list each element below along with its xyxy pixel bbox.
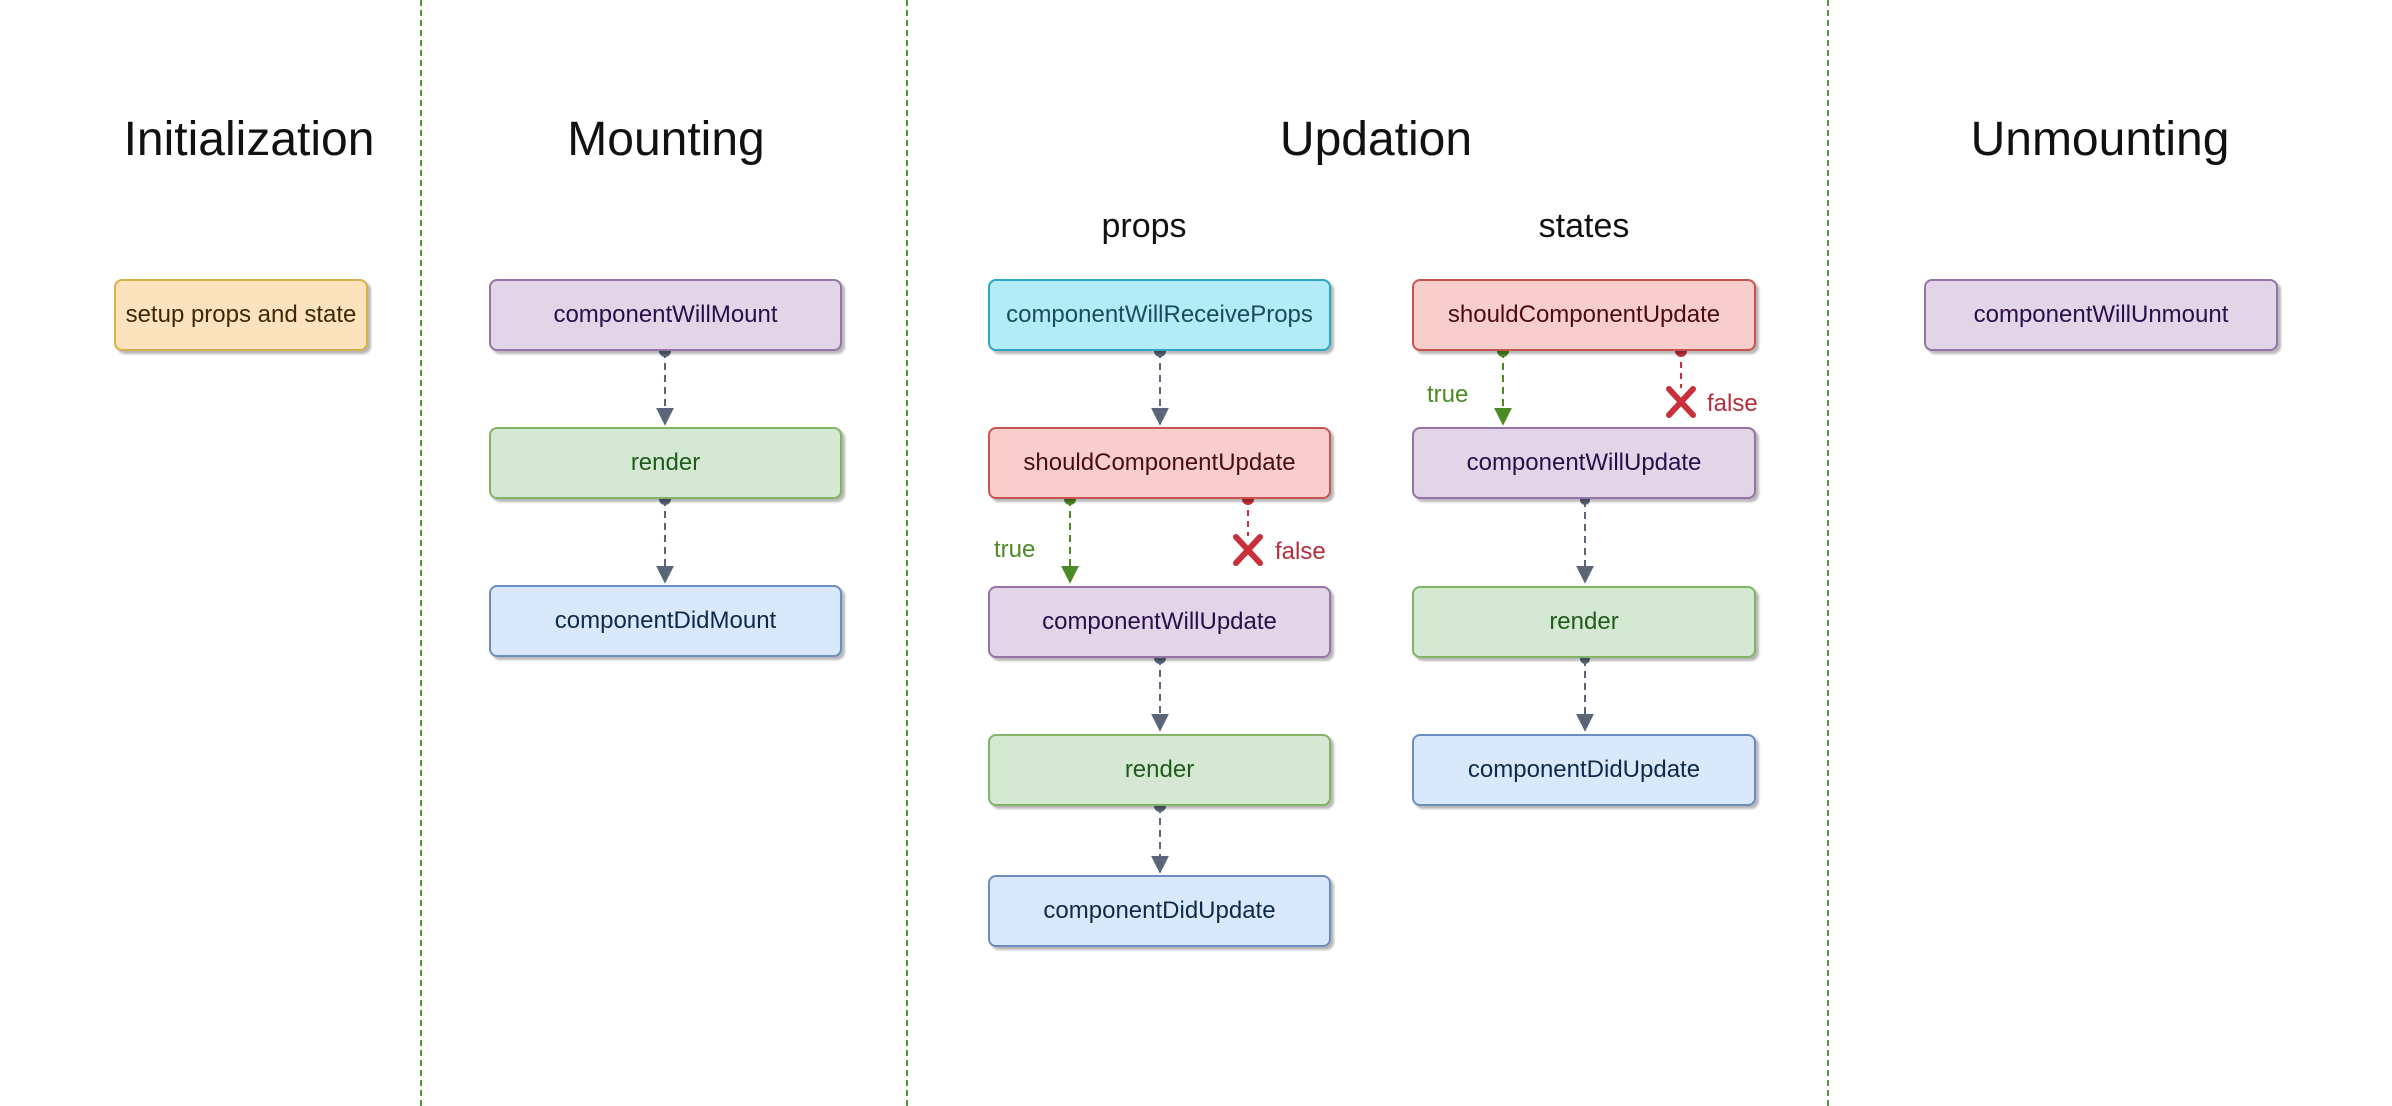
phase-title-initialization: Initialization <box>123 113 375 166</box>
connector-props-render-to-did <box>1151 800 1169 874</box>
phase-title-updation: Updation <box>1279 113 1473 166</box>
connector-props-false <box>1233 493 1263 566</box>
node-props-render: render <box>988 734 1331 806</box>
subhead-props: props <box>1101 207 1187 245</box>
connector-mount-will-to-render <box>656 345 674 426</box>
node-component-did-mount: componentDidMount <box>489 585 842 657</box>
node-props-should-component-update: shouldComponentUpdate <box>988 427 1331 499</box>
subhead-states: states <box>1538 207 1630 245</box>
node-states-should-component-update: shouldComponentUpdate <box>1412 279 1756 351</box>
connector-states-render-to-did <box>1576 654 1594 732</box>
connector-props-will-to-render <box>1151 652 1169 732</box>
label-true-props: true <box>994 536 1036 563</box>
phase-divider <box>906 0 908 1106</box>
node-component-will-mount: componentWillMount <box>489 279 842 351</box>
node-states-component-will-update: componentWillUpdate <box>1412 427 1756 499</box>
node-mount-render: render <box>489 427 842 499</box>
connector-states-will-to-render <box>1576 495 1594 584</box>
node-states-render: render <box>1412 586 1756 658</box>
node-props-component-did-update: componentDidUpdate <box>988 875 1331 947</box>
node-component-will-receive-props: componentWillReceiveProps <box>988 279 1331 351</box>
connector-states-false <box>1666 345 1696 418</box>
phase-divider <box>1827 0 1829 1106</box>
node-setup-props-and-state: setup props and state <box>114 279 368 351</box>
phase-divider <box>420 0 422 1106</box>
connector-mount-render-to-did <box>656 493 674 584</box>
phase-title-unmounting: Unmounting <box>1970 113 2230 166</box>
node-props-component-will-update: componentWillUpdate <box>988 586 1331 658</box>
phase-title-mounting: Mounting <box>567 113 765 166</box>
node-component-will-unmount: componentWillUnmount <box>1924 279 2278 351</box>
connector-props-true <box>1061 493 1079 584</box>
node-states-component-did-update: componentDidUpdate <box>1412 734 1756 806</box>
connector-props-receive-to-should <box>1151 345 1169 426</box>
label-true-states: true <box>1427 381 1469 408</box>
label-false-props: false <box>1275 538 1326 565</box>
connector-states-true <box>1494 345 1512 426</box>
label-false-states: false <box>1707 390 1758 417</box>
